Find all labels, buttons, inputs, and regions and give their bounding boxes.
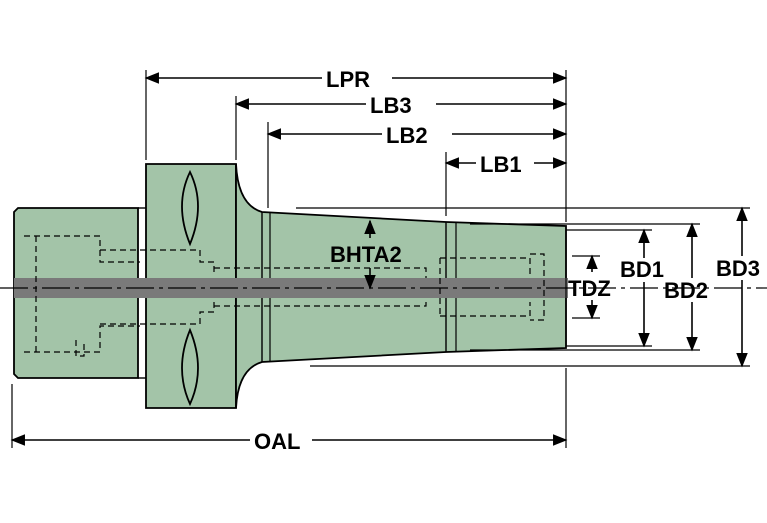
label-lpr: LPR (326, 67, 370, 92)
dimension-lines-right (296, 206, 750, 368)
label-bd2: BD2 (664, 278, 708, 303)
label-lb2: LB2 (386, 123, 428, 148)
hidden-lines (24, 235, 545, 357)
drive-slot-top (181, 169, 199, 247)
label-tdz: TDZ (568, 276, 611, 301)
drive-slot-bottom (181, 327, 199, 407)
dimension-line-oal (10, 368, 568, 448)
label-bhta2: BHTA2 (330, 242, 402, 267)
label-bd1: BD1 (620, 257, 664, 282)
label-lb1: LB1 (480, 152, 522, 177)
label-oal: OAL (254, 429, 300, 454)
dimension-lines-top (144, 70, 568, 222)
label-lb3: LB3 (370, 93, 412, 118)
label-bd3: BD3 (716, 256, 760, 281)
center-bore (14, 278, 568, 298)
